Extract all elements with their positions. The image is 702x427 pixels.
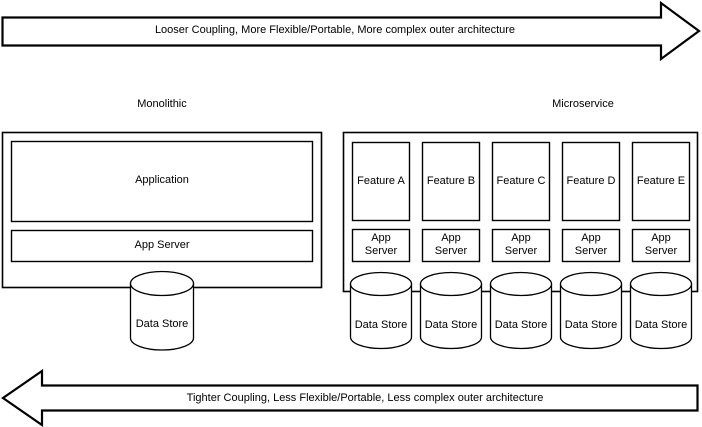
microservice-feature-box-4 bbox=[631, 141, 691, 222]
monolithic-app-server-box bbox=[10, 229, 314, 263]
microservice-data-store-cylinder-0 bbox=[349, 271, 413, 350]
microservice-feature-box-0 bbox=[351, 141, 411, 222]
monolithic-application-box bbox=[10, 140, 314, 223]
microservice-feature-box-1 bbox=[421, 141, 481, 222]
microservice-feature-box-2 bbox=[491, 141, 551, 222]
microservice-app-server-box-0 bbox=[351, 228, 411, 263]
bottom-arrow-shape bbox=[1, 368, 699, 427]
microservice-app-server-box-3 bbox=[561, 228, 621, 263]
microservice-app-server-box-4 bbox=[631, 228, 691, 263]
microservice-data-store-cylinder-1 bbox=[419, 271, 483, 350]
microservice-app-server-box-2 bbox=[491, 228, 551, 263]
monolithic-data-store-cylinder bbox=[129, 270, 195, 351]
microservice-data-store-cylinder-2 bbox=[489, 271, 553, 350]
microservice-data-store-cylinder-3 bbox=[559, 271, 623, 350]
microservice-data-store-cylinder-4 bbox=[629, 271, 693, 350]
microservice-app-server-box-1 bbox=[421, 228, 481, 263]
top-arrow-shape bbox=[1, 0, 701, 62]
microservice-feature-box-3 bbox=[561, 141, 621, 222]
